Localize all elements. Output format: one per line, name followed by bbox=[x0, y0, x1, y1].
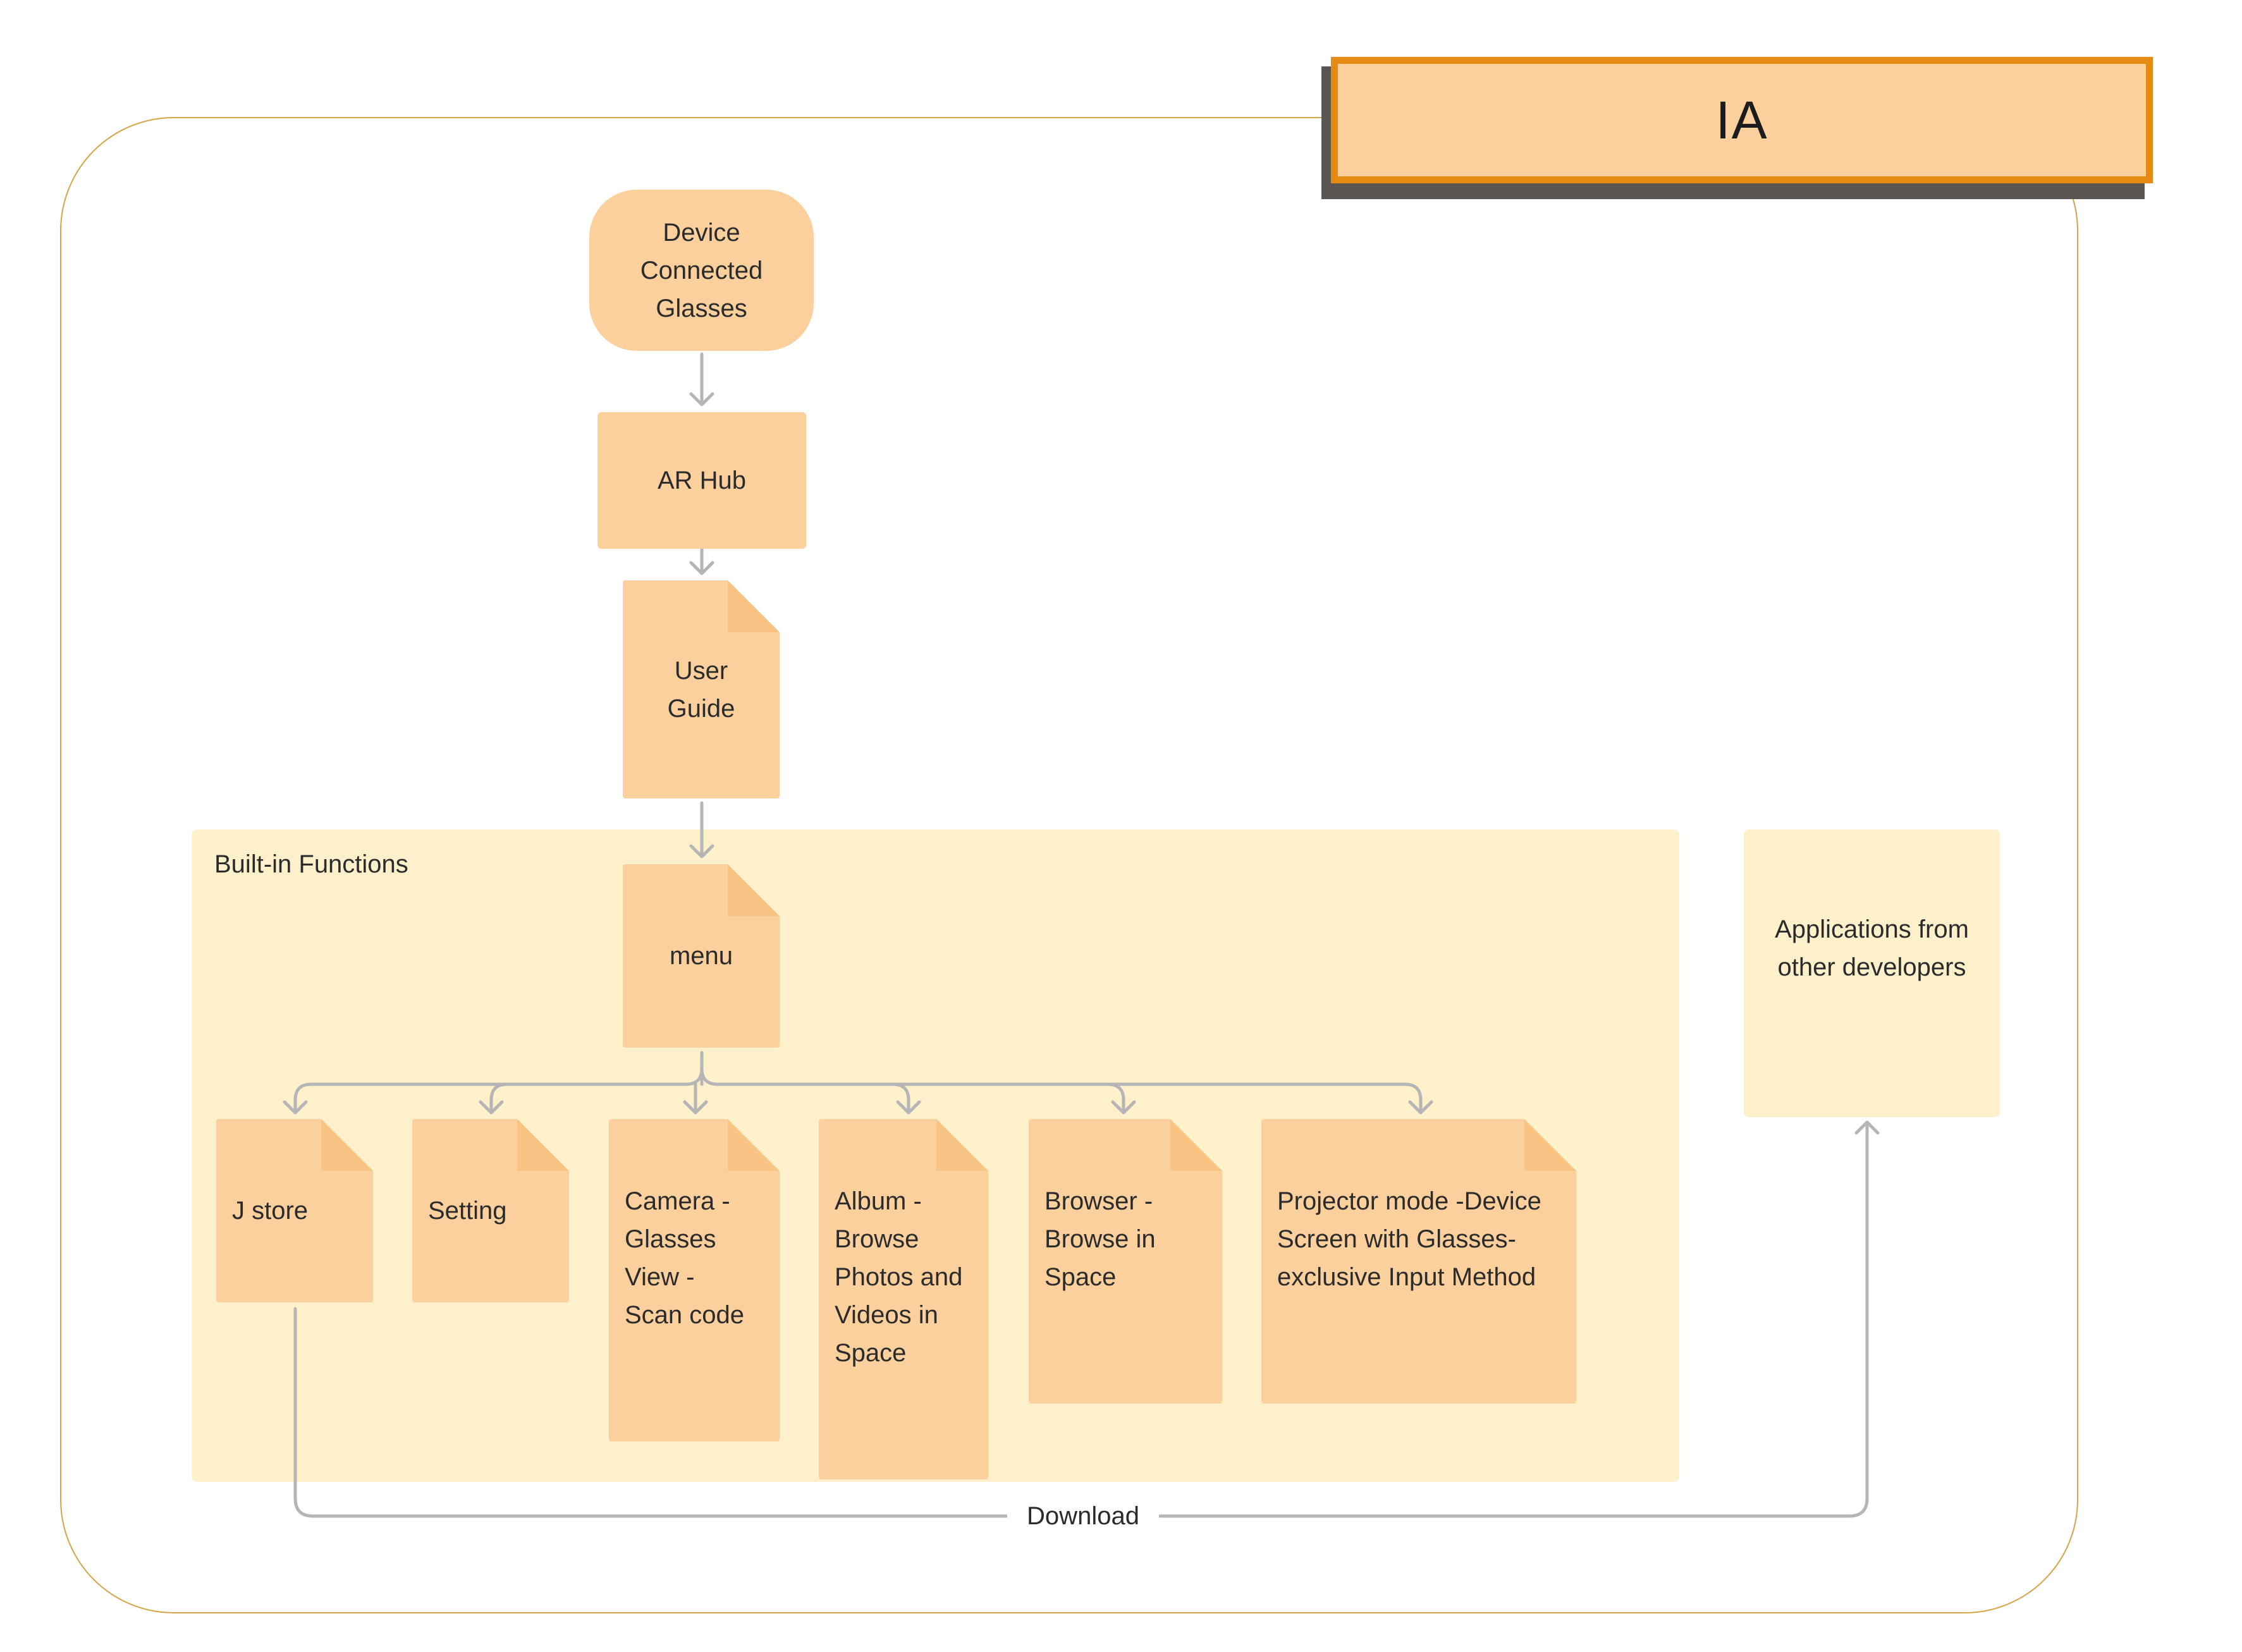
node-applications-from-other-developers: Applications from other developers bbox=[1744, 829, 2000, 1117]
connector-menu-to-projector bbox=[1106, 1082, 1433, 1115]
node-camera: Camera -Glasses View -Scan code bbox=[609, 1119, 780, 1441]
connector-menu-to-album bbox=[700, 1067, 921, 1115]
connector-menu-to-setting bbox=[479, 1082, 509, 1115]
connector-menu-to-browser bbox=[891, 1082, 1136, 1115]
node-projector-mode: Projector mode -Device Screen with Glass… bbox=[1261, 1119, 1576, 1404]
node-label: Device Connected Glasses bbox=[640, 218, 763, 322]
node-menu: menu bbox=[623, 864, 780, 1048]
node-label: Album -Browse Photos and Videos in Space bbox=[835, 1187, 963, 1367]
node-label: J store bbox=[232, 1197, 309, 1225]
node-user-guide: User Guide bbox=[623, 580, 780, 798]
connector-guide-to-menu bbox=[689, 801, 714, 859]
diagram-frame bbox=[60, 117, 2078, 1613]
edge-label-download: Download bbox=[1007, 1497, 1159, 1535]
node-label: Projector mode -Device Screen with Glass… bbox=[1277, 1187, 1541, 1291]
node-ar-hub: AR Hub bbox=[597, 412, 806, 549]
connector-hub-to-guide bbox=[689, 547, 714, 575]
connector-menu-to-jstore bbox=[283, 1067, 704, 1115]
node-label: Browser -Browse in Space bbox=[1044, 1187, 1156, 1291]
node-label: Setting bbox=[428, 1197, 507, 1225]
node-label: User Guide bbox=[667, 656, 735, 723]
node-browser: Browser -Browse in Space bbox=[1029, 1119, 1222, 1404]
node-label: menu bbox=[669, 942, 733, 970]
group-label: Built-in Functions bbox=[214, 850, 408, 878]
connector-menu-to-camera bbox=[683, 1082, 708, 1115]
node-device-connected-glasses: Device Connected Glasses bbox=[589, 190, 814, 351]
node-label: AR Hub bbox=[657, 467, 747, 494]
diagram-title: IA bbox=[1331, 57, 2153, 183]
node-label: Applications from other developers bbox=[1775, 915, 1969, 981]
node-album: Album -Browse Photos and Videos in Space bbox=[819, 1119, 988, 1479]
connector-start-to-hub bbox=[689, 352, 714, 407]
node-label: Camera -Glasses View -Scan code bbox=[625, 1187, 745, 1329]
